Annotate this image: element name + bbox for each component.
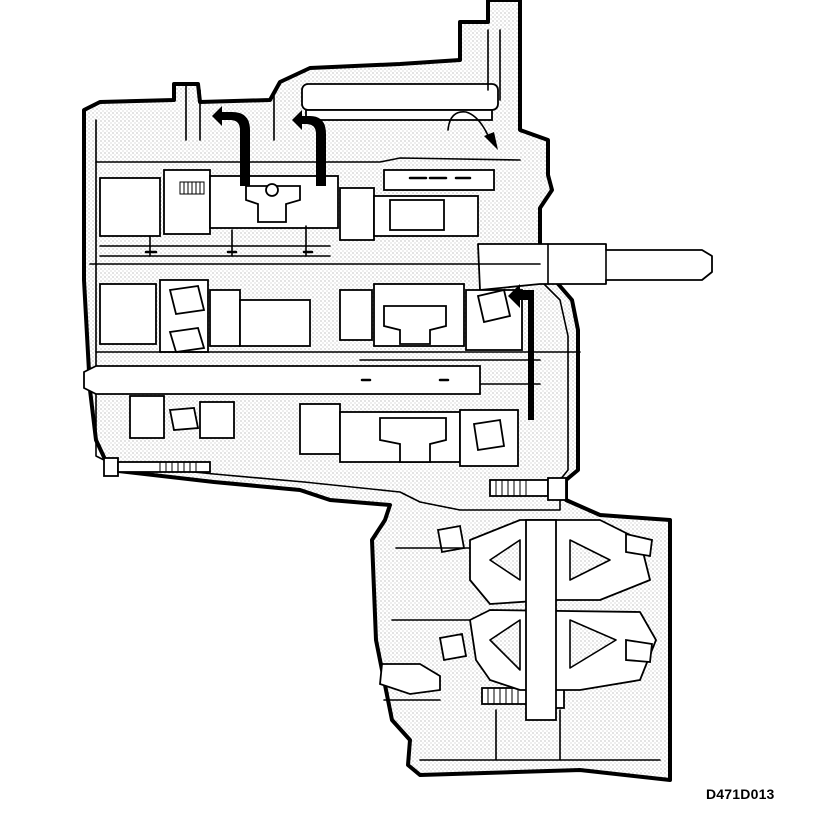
oil-channel-marks (144, 176, 472, 382)
upper-shaft-assembly (95, 157, 521, 257)
housing-bolt-left (103, 457, 211, 477)
tapered-roller-bearing-middle-right (476, 288, 512, 324)
oil-flow-arrow-upper-left-2 (292, 110, 326, 186)
diagram-reference-code: D471D013 (706, 786, 775, 802)
oil-flow-arrow-right-vertical (508, 284, 534, 420)
oil-flow-arrow-upper-right (447, 111, 498, 150)
tapered-roller-bearing-middle-left (168, 284, 206, 354)
middle-shaft-assembly (89, 263, 581, 385)
needle-bearing-upper (179, 181, 205, 195)
oil-flow-arrow-upper-left-1 (212, 106, 250, 186)
counter-shaft-assembly (83, 365, 519, 467)
top-cover (185, 29, 501, 141)
differential-assembly (379, 519, 661, 761)
output-shaft (477, 243, 713, 291)
housing-bolt-right (489, 477, 567, 501)
